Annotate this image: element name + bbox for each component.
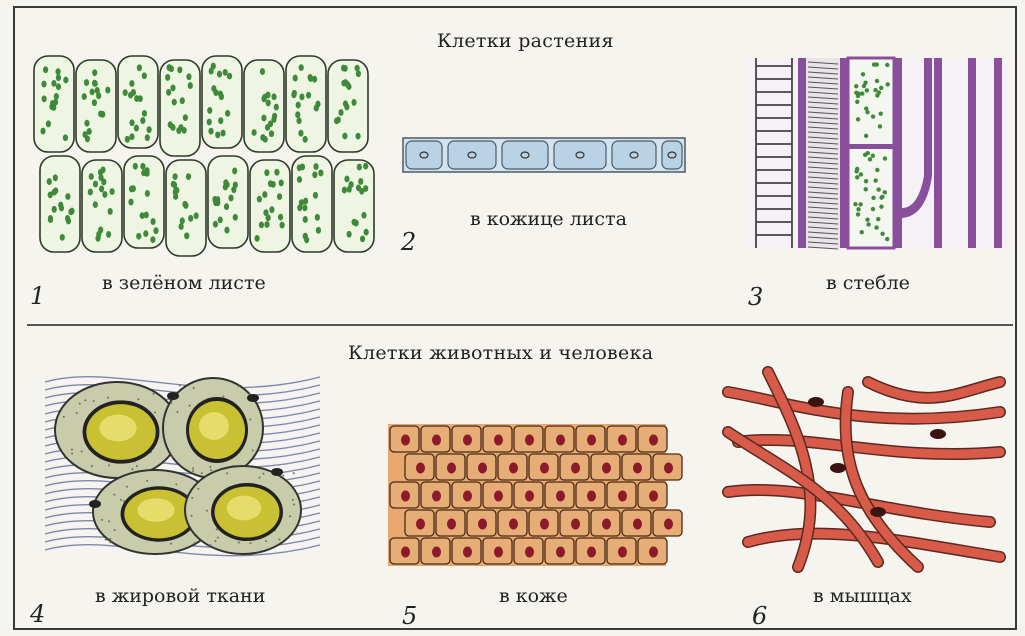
panel-number-5: 5 [402, 602, 417, 630]
muscle-fiber [738, 440, 1000, 454]
epidermis-cell [554, 141, 606, 169]
leaf-cell [334, 160, 374, 252]
caption-muscle: в мышцах [813, 585, 912, 607]
caption-leaf-epidermis: в кожице листа [470, 208, 627, 230]
panel-number-4: 4 [30, 600, 45, 628]
stem-cells-illustration [748, 58, 1010, 248]
fat-tissue-illustration [45, 372, 320, 567]
leaf-cell [160, 60, 200, 156]
skin-cells-illustration [388, 424, 666, 566]
panel-number-2: 2 [401, 228, 416, 256]
caption-fat-tissue: в жировой ткани [95, 585, 265, 607]
section-divider [27, 324, 1013, 326]
epidermis-cell [448, 141, 496, 169]
caption-green-leaf: в зелёном листе [102, 272, 266, 294]
muscle-cells-illustration [728, 372, 1000, 567]
panel-number-1: 1 [30, 282, 45, 310]
panel-number-6: 6 [752, 602, 767, 630]
plant-cells-title: Клетки растения [437, 30, 614, 52]
epidermis-cell [502, 141, 548, 169]
epidermis-cell [612, 141, 656, 169]
animal-cells-title: Клетки животных и человека [348, 342, 653, 364]
epidermis-illustration [403, 136, 685, 176]
caption-skin: в коже [499, 585, 568, 607]
panel-number-3: 3 [748, 283, 763, 311]
caption-stem: в стебле [826, 272, 910, 294]
leaf-cells-illustration [30, 52, 365, 260]
epidermis-cell [406, 141, 442, 169]
epidermis-cell [662, 141, 682, 169]
